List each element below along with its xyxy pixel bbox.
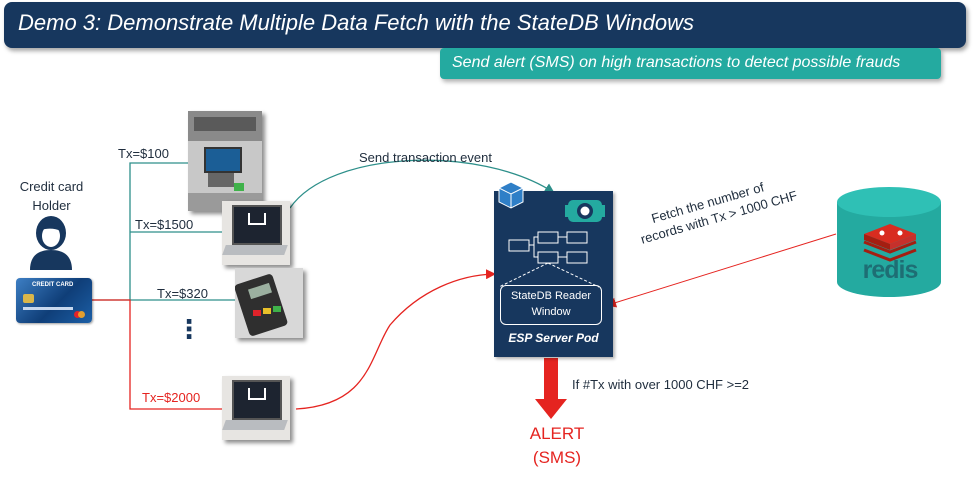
- red-event-arrow: [295, 269, 496, 410]
- cube-icon: [498, 181, 524, 209]
- tx-label-100: Tx=$100: [118, 146, 169, 161]
- alert-condition-label: If #Tx with over 1000 CHF >=2: [572, 377, 750, 392]
- page-title: Demo 3: Demonstrate Multiple Data Fetch …: [18, 10, 694, 35]
- pos-terminal-icon: [235, 268, 303, 338]
- alert-line1: ALERT: [529, 424, 585, 443]
- alert-line2: (SMS): [532, 448, 582, 467]
- tx-line-2000: [92, 299, 222, 410]
- alert-label: ALERT (SMS): [527, 422, 587, 470]
- laptop-icon: [222, 201, 290, 265]
- tx-label-2000: Tx=$2000: [142, 390, 201, 405]
- down-arrow-icon: [535, 358, 567, 419]
- pod-graphics: [498, 200, 605, 288]
- person-icon: [30, 216, 72, 270]
- tx-label-320: Tx=$320: [157, 286, 208, 301]
- statedb-window-box: [500, 285, 602, 325]
- holder-label-line2: Holder: [32, 198, 71, 213]
- statedb-window-line2: Window: [531, 306, 571, 318]
- statedb-window-label: StateDB Reader Window: [502, 288, 600, 320]
- esp-server-pod-label: ESP Server Pod: [508, 331, 599, 345]
- statedb-window-line1: StateDB Reader: [510, 290, 592, 302]
- subtitle-bar: [440, 48, 941, 79]
- credit-card-icon: CREDIT CARD: [16, 278, 92, 323]
- laptop-icon-2: [222, 376, 290, 440]
- credit-card-text: CREDIT CARD: [32, 282, 74, 288]
- tx-label-1500: Tx=$1500: [135, 217, 194, 232]
- redis-logo-text: redis: [862, 256, 919, 284]
- fetch-arrow: [606, 233, 837, 308]
- send-event-label: Send transaction event: [359, 150, 492, 165]
- redis-icon: [837, 187, 941, 297]
- title-bar: [4, 2, 966, 48]
- window-flow-diagram: [498, 231, 600, 288]
- camera-icon: [565, 200, 605, 222]
- holder-label-line1: Credit card: [19, 179, 84, 194]
- page-subtitle: Send alert (SMS) on high transactions to…: [452, 54, 901, 71]
- more-transactions-ellipsis: ⋮: [176, 314, 202, 344]
- atm-icon: [188, 111, 262, 211]
- send-event-arrow: [289, 159, 555, 209]
